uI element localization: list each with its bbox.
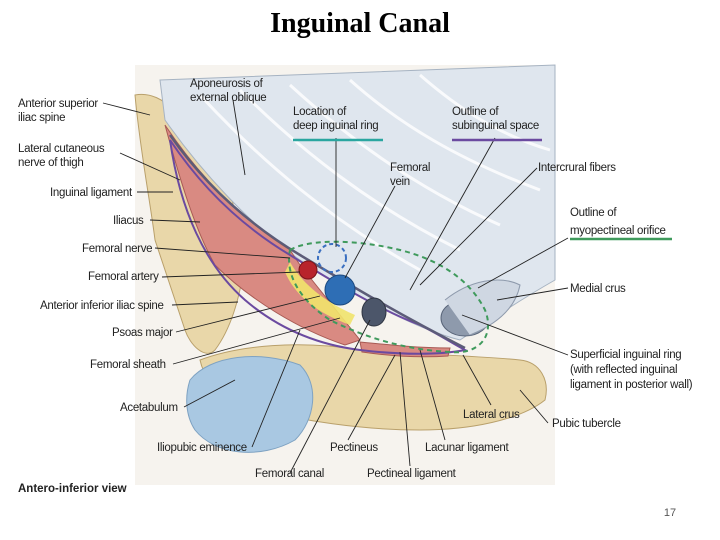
leader-lines	[102, 99, 569, 474]
subinguinal-space-outline	[169, 139, 469, 355]
label-lacunar-ligament: Lacunar ligament	[425, 442, 510, 454]
label-femoral-artery: Femoral artery	[88, 271, 159, 283]
label-aponeurosis: Aponeurosis of external oblique	[190, 78, 266, 104]
label-aiis: Anterior inferior iliac spine	[40, 300, 164, 312]
femoral-vein-vessel	[324, 274, 356, 306]
label-intercrural: Intercrural fibers	[538, 162, 616, 174]
label-medial-crus: Medial crus	[570, 283, 626, 295]
label-femoral-vein: Femoral vein	[390, 162, 433, 188]
label-iliopubic-eminence: Iliopubic eminence	[157, 442, 247, 454]
label-pubic-tubercle: Pubic tubercle	[552, 418, 621, 430]
aponeurosis-fibers	[198, 73, 551, 272]
inguinal-ligament-line	[168, 134, 466, 350]
label-lateral-crus: Lateral crus	[463, 409, 520, 421]
myopectineal-orifice-outline	[288, 240, 490, 354]
label-femoral-nerve: Femoral nerve	[82, 243, 152, 255]
acetabulum-shape	[186, 356, 314, 453]
label-subinguinal: Outline of subinguinal space	[452, 106, 539, 132]
page-number: 17	[663, 507, 677, 519]
femoral-nerve-fat	[285, 262, 355, 325]
femoral-canal-opening	[361, 297, 387, 327]
label-psoas: Psoas major	[112, 327, 173, 339]
slide-title: Inguinal Canal	[270, 8, 450, 39]
label-superficial-ring: Superficial inguinal ring (with reflecte…	[570, 349, 693, 391]
femoral-artery-vessel	[298, 260, 318, 280]
medial-crus-shape	[444, 279, 521, 336]
label-femoral-sheath: Femoral sheath	[90, 359, 166, 371]
label-asis: Anterior superior iliac spine	[18, 98, 101, 124]
label-acetabulum: Acetabulum	[120, 402, 178, 414]
label-myopectineal: Outline of myopectineal orifice	[570, 207, 666, 237]
view-caption: Antero-inferior view	[18, 483, 127, 495]
label-iliacus: Iliacus	[113, 215, 144, 227]
label-pectineus: Pectineus	[330, 442, 378, 454]
label-deep-ring: Location of deep inguinal ring	[293, 106, 378, 132]
deep-ring-outline	[317, 243, 347, 273]
label-femoral-canal: Femoral canal	[255, 468, 324, 480]
label-pectineal-ligament: Pectineal ligament	[367, 468, 457, 480]
label-inguinal-ligament: Inguinal ligament	[50, 187, 133, 199]
label-lateral-cutaneous-nerve: Lateral cutaneous nerve of thigh	[18, 143, 107, 169]
